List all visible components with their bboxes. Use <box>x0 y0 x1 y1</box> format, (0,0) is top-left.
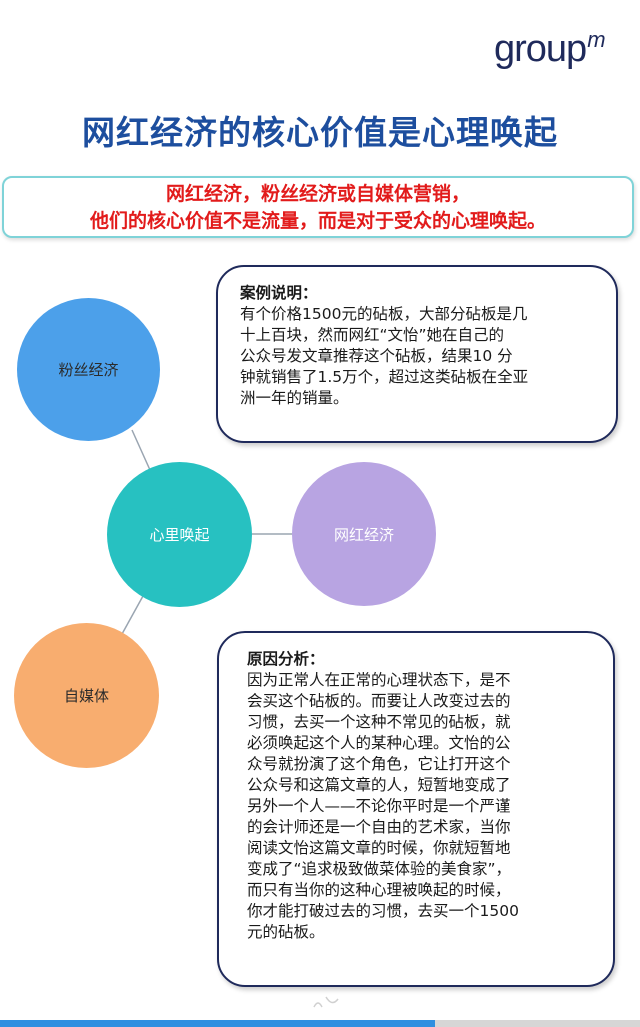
case-line: 十上百块，然而网红“文怡”她在自己的 <box>240 326 505 344</box>
analysis-line: 众号就扮演了这个角色，它让打开这个 <box>247 755 511 773</box>
scroll-progress-fill <box>0 1020 436 1027</box>
analysis-line: 的会计师还是一个自由的艺术家，当你 <box>247 818 511 836</box>
case-line: 洲一年的销量。 <box>240 389 349 407</box>
logo-text: group <box>494 28 587 70</box>
node-psychological-arousal: 心里唤起 <box>107 462 252 607</box>
analysis-line: 阅读文怡这篇文章的时候，你就短暂地 <box>247 839 511 857</box>
analysis-line: 另外一个人——不论你平时是一个严谨 <box>247 797 511 815</box>
node-wanghong-economy: 网红经济 <box>292 462 436 606</box>
analysis-heading: 原因分析： <box>247 650 325 668</box>
analysis-line: 你才能打破过去的习惯，去买一个1500 <box>247 902 519 920</box>
analysis-line: 而只有当你的这种心理被唤起的时候， <box>247 881 511 899</box>
case-line: 有个价格1500元的砧板，大部分砧板是几 <box>240 305 528 323</box>
node-label: 自媒体 <box>63 687 109 705</box>
summary-banner: 网红经济，粉丝经济或自媒体营销， 他们的核心价值不是流量，而是对于受众的心理唤起… <box>2 176 634 238</box>
node-fans-economy: 粉丝经济 <box>17 298 160 441</box>
node-self-media: 自媒体 <box>14 623 159 768</box>
page-title: 网红经济的核心价值是心理唤起 <box>82 113 558 152</box>
case-study-box: 案例说明： 有个价格1500元的砧板，大部分砧板是几 十上百块，然而网红“文怡”… <box>216 265 618 443</box>
node-label: 网红经济 <box>333 525 394 544</box>
case-line: 钟就销售了1.5万个，超过这类砧板在全亚 <box>240 368 529 386</box>
node-label: 心里唤起 <box>149 526 210 544</box>
analysis-line: 习惯，去买一个这种不常见的砧板，就 <box>247 713 511 731</box>
case-heading: 案例说明： <box>240 284 318 302</box>
scribble-mark-icon <box>313 996 339 1008</box>
banner-line-2: 他们的核心价值不是流量，而是对于受众的心理唤起。 <box>89 210 546 232</box>
analysis-line: 元的砧板。 <box>247 923 325 941</box>
case-line: 公众号发文章推荐这个砧板，结果10 分 <box>240 347 513 365</box>
node-label: 粉丝经济 <box>58 361 119 379</box>
groupm-logo: groupm <box>494 27 606 70</box>
connector-core-self <box>121 595 144 635</box>
logo-mark: m <box>587 27 605 52</box>
analysis-line: 公众号和这篇文章的人，短暂地变成了 <box>247 776 511 794</box>
analysis-line: 必须唤起这个人的某种心理。文怡的公 <box>247 734 511 752</box>
scroll-progress-bar <box>0 1020 640 1027</box>
analysis-line: 会买这个砧板的。而要让人改变过去的 <box>247 692 511 710</box>
banner-line-1: 网红经济，粉丝经济或自媒体营销， <box>165 183 470 205</box>
connector-fans-core <box>131 429 151 471</box>
analysis-line: 因为正常人在正常的心理状态下，是不 <box>247 671 511 689</box>
analysis-line: 变成了“追求极致做菜体验的美食家”， <box>247 860 512 878</box>
analysis-box: 原因分析： 因为正常人在正常的心理状态下，是不 会买这个砧板的。而要让人改变过去… <box>217 631 615 987</box>
